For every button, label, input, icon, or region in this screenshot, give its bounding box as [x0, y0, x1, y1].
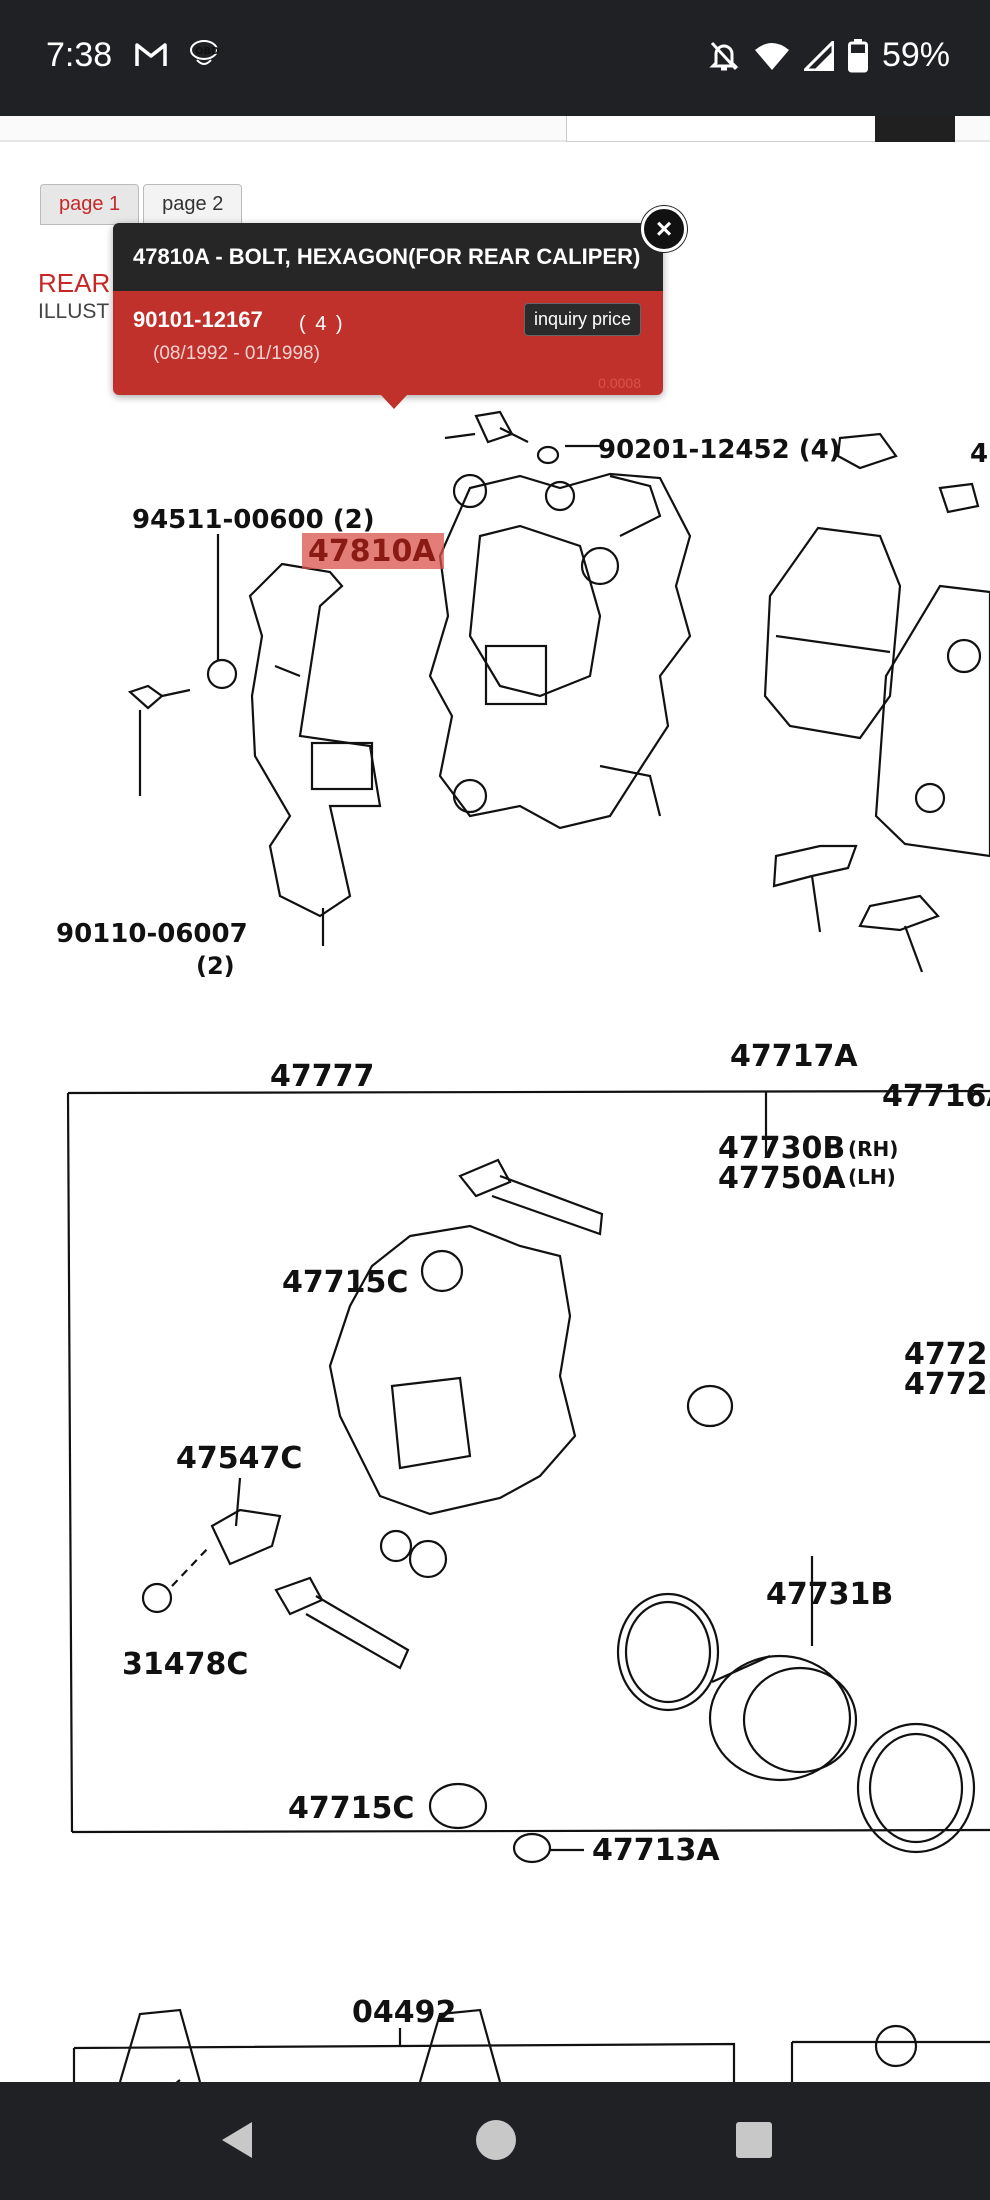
battery-percent: 59%	[881, 36, 950, 74]
part-date-range: (08/1992 - 01/1998)	[153, 343, 320, 364]
popup-body: 90101-12167 ( 4 ) (08/1992 - 01/1998) in…	[113, 291, 663, 395]
obd-icon: OBD	[190, 40, 219, 65]
section-title: REAR	[38, 268, 111, 298]
part-number-link[interactable]: 90101-12167	[133, 307, 263, 332]
label-90201-12452[interactable]: 90201-12452 (4)	[598, 435, 841, 465]
inquiry-price-button[interactable]: inquiry price	[523, 303, 641, 336]
label-47777[interactable]: 47777	[270, 1059, 374, 1094]
part-popup: 47810A - BOLT, HEXAGON(FOR REAR CALIPER)…	[113, 223, 663, 409]
recents-icon[interactable]	[734, 2120, 774, 2160]
search-input[interactable]	[566, 116, 955, 142]
popup-faint-text: 0.0008	[598, 375, 641, 391]
label-47547C[interactable]: 47547C	[176, 1441, 302, 1476]
label-47750A-side: (LH)	[848, 1165, 896, 1189]
popup-title: 47810A - BOLT, HEXAGON(FOR REAR CALIPER)	[113, 223, 663, 291]
gmail-icon	[135, 43, 167, 66]
label-47750A[interactable]: 47750A	[718, 1161, 846, 1196]
web-content[interactable]: 47810A 90201-12452 (4) 4 94511-00600 (2)…	[0, 116, 990, 2082]
label-47731B[interactable]: 47731B	[766, 1577, 893, 1612]
wifi-icon	[754, 42, 789, 70]
cell-signal-icon	[803, 40, 834, 71]
label-94511-00600[interactable]: 94511-00600 (2)	[132, 505, 375, 535]
label-04492[interactable]: 04492	[352, 1995, 456, 2030]
battery-icon	[847, 38, 868, 72]
label-47713A[interactable]: 47713A	[592, 1833, 720, 1868]
navigation-bar	[0, 2082, 990, 2200]
part-quantity: ( 4 )	[299, 313, 345, 335]
system-tray: 59%	[708, 36, 950, 75]
page-tabs: page 1 page 2	[40, 184, 243, 225]
label-edge-right[interactable]: 4	[970, 439, 988, 469]
parts-diagram[interactable]: 47810A 90201-12452 (4) 4 94511-00600 (2)…	[0, 116, 990, 2082]
label-47730B-side: (RH)	[848, 1137, 898, 1161]
label-47721[interactable]: 47721	[904, 1337, 990, 1372]
tab-page-1[interactable]: page 1	[40, 184, 140, 225]
close-icon[interactable]: ×	[641, 206, 687, 252]
label-90110-06007[interactable]: 90110-06007	[56, 919, 248, 949]
back-icon[interactable]	[216, 2118, 256, 2162]
label-31478C[interactable]: 31478C	[122, 1647, 248, 1682]
home-icon[interactable]	[474, 2118, 518, 2162]
popup-pointer	[381, 395, 407, 409]
label-90110-06007-qty: (2)	[196, 952, 235, 980]
label-47716A[interactable]: 47716A	[882, 1079, 990, 1114]
label-47730B[interactable]: 47730B	[718, 1131, 845, 1166]
label-47722[interactable]: 47722	[904, 1367, 990, 1402]
label-47717A[interactable]: 47717A	[730, 1039, 858, 1074]
status-bar: 7:38 OBD 59%	[0, 0, 990, 116]
label-47810A[interactable]: 47810A	[308, 534, 436, 569]
notifications-off-icon	[709, 41, 739, 70]
svg-text:OBD: OBD	[195, 46, 219, 57]
site-header	[0, 116, 990, 142]
label-47715C-top[interactable]: 47715C	[282, 1265, 408, 1300]
section-subtitle: ILLUST	[38, 300, 110, 323]
clock: 7:38	[46, 36, 113, 74]
tab-page-2[interactable]: page 2	[143, 184, 243, 225]
label-47715C-bottom[interactable]: 47715C	[288, 1791, 414, 1826]
search-button[interactable]	[875, 116, 955, 142]
